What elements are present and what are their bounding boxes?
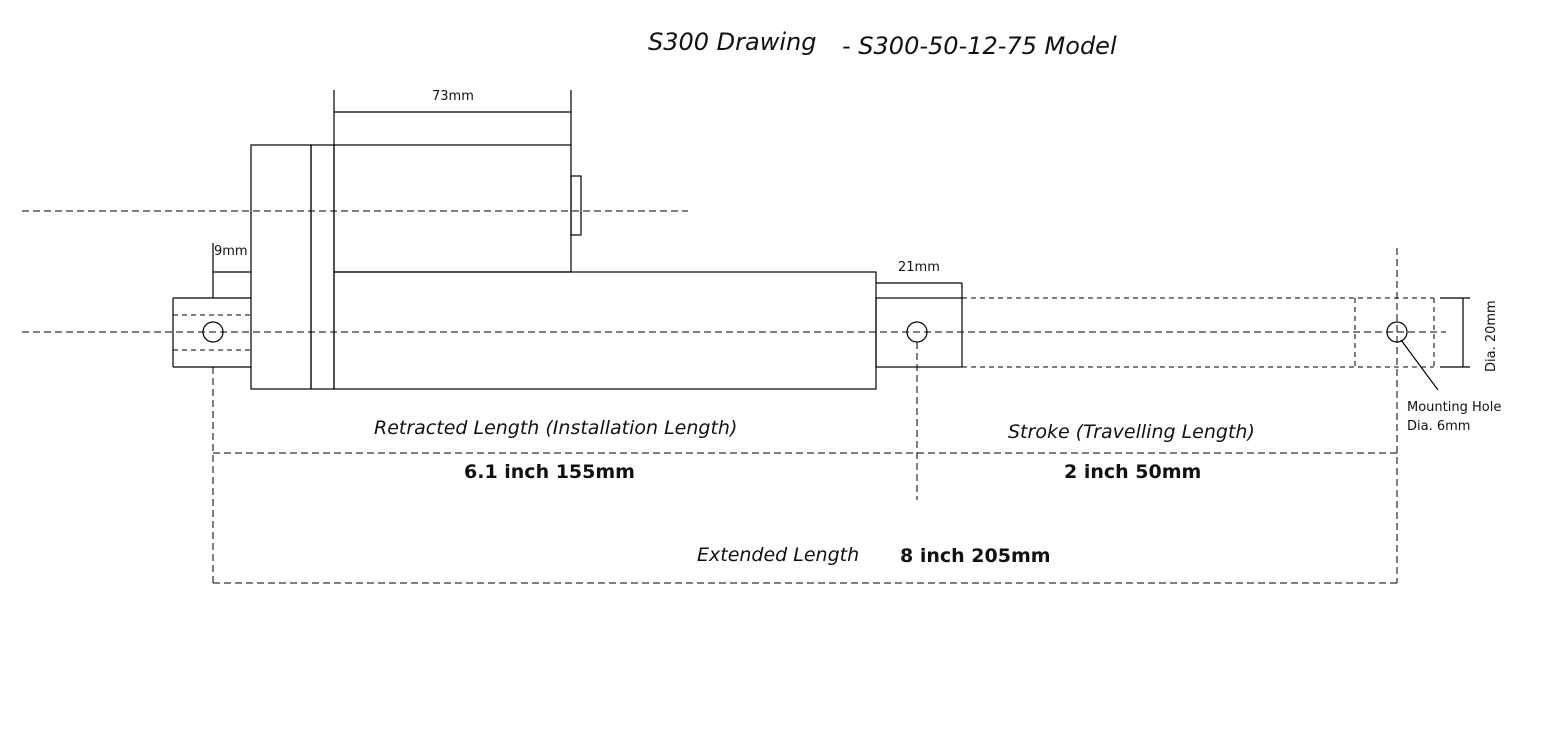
rod-end-dimension [876,282,963,298]
outer-tube [333,271,877,390]
extended-length-value: 8 inch 205mm [900,545,1051,567]
gearbox-plate [310,144,335,390]
mounting-hole-label: Mounting Hole [1407,400,1501,415]
rear-clevis [172,297,251,368]
stroke-value: 2 inch 50mm [1064,461,1201,483]
motor-length-label: 73mm [432,89,474,104]
extended-length-label: Extended Length [697,544,859,566]
stroke-label: Stroke (Travelling Length) [1008,421,1255,443]
retracted-length-value: 6.1 inch 155mm [464,461,635,483]
rod-end-label: 21mm [898,260,940,275]
diameter-dimension [1440,297,1470,368]
gearbox-housing [250,144,312,390]
extended-rod [962,297,1435,368]
mounting-hole-leader [1400,339,1439,391]
model-title: - S300-50-12-75 Model [842,32,1117,60]
rod-end-block [875,297,963,368]
drawing-title: S300 Drawing [648,28,816,56]
rear-offset-dimension [212,243,251,298]
motor-dimension [333,90,572,145]
diameter-label: Dia. 20mm [1484,300,1499,372]
motor-body [333,144,572,273]
mounting-hole-dia-label: Dia. 6mm [1407,419,1470,434]
retracted-length-label: Retracted Length (Installation Length) [374,417,737,439]
rear-mounting-hole [202,321,224,343]
motor-endcap [570,175,582,236]
rear-offset-label: 9mm [214,244,248,259]
